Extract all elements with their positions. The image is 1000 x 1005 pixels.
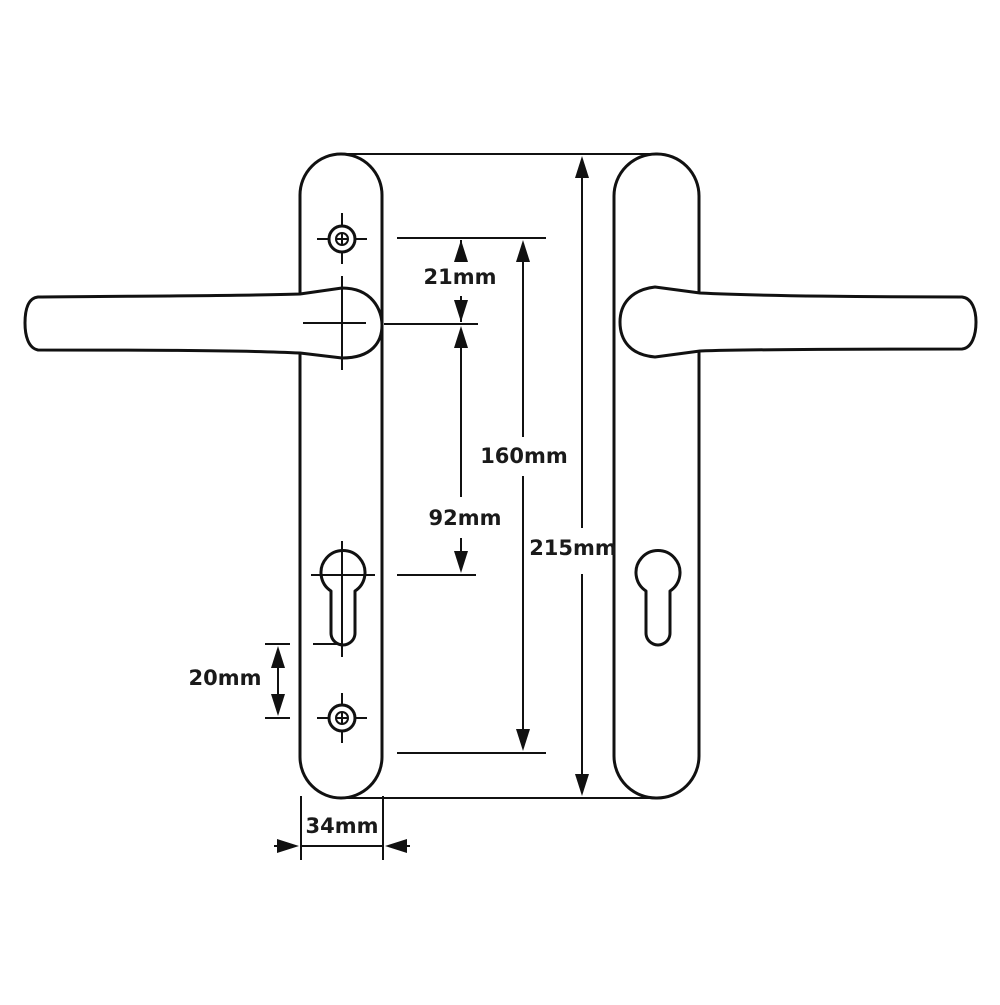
dimension-20mm: 20mm <box>189 643 290 719</box>
dimension-160mm: 160mm <box>397 240 568 754</box>
dimension-label-20mm: 20mm <box>189 666 262 690</box>
dimension-label-92mm: 92mm <box>429 506 502 530</box>
dimension-label-160mm: 160mm <box>480 444 568 468</box>
right-backplate <box>612 152 701 800</box>
dimension-21mm: 21mm <box>384 237 546 325</box>
dimension-34mm: 34mm <box>274 796 410 860</box>
dimension-label-34mm: 34mm <box>306 814 379 838</box>
dimension-label-215mm: 215mm <box>529 536 617 560</box>
dimension-label-21mm: 21mm <box>424 265 497 289</box>
dimension-92mm: 92mm <box>397 326 502 576</box>
left-lever-handle <box>23 276 384 370</box>
top-screw-hole-icon <box>317 213 367 264</box>
right-cylinder-cutout-icon <box>634 549 682 647</box>
left-cylinder-cutout-icon <box>311 541 375 657</box>
plate-extension-lines <box>340 153 660 799</box>
right-lever-handle <box>618 285 978 359</box>
dimension-215mm: 215mm <box>529 156 617 796</box>
bottom-screw-hole-icon <box>317 693 367 743</box>
